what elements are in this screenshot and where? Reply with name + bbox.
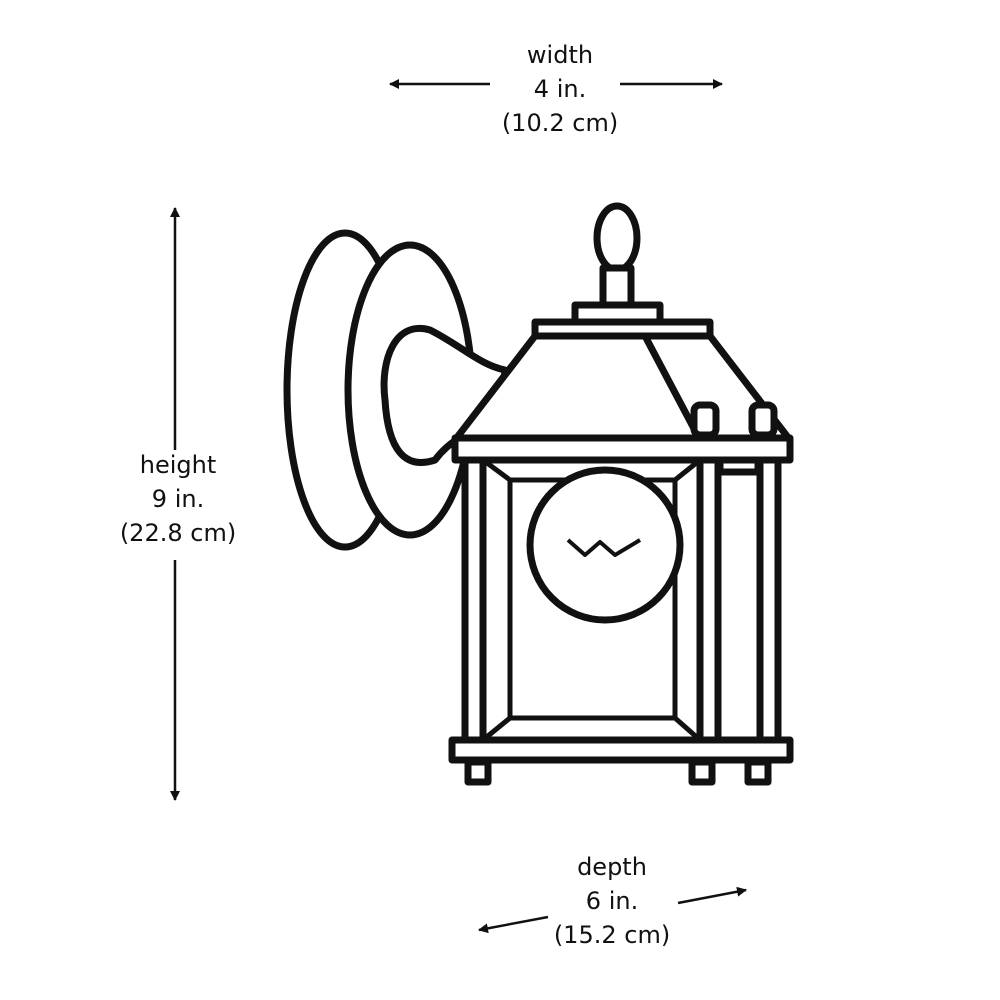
bolt	[748, 401, 778, 439]
post	[461, 456, 487, 744]
filament	[566, 538, 642, 557]
frame-top	[451, 434, 794, 464]
foot	[464, 758, 492, 786]
foot	[688, 758, 716, 786]
depth-arrow-right	[677, 886, 747, 905]
depth-arrow-left	[478, 915, 549, 934]
finial	[593, 202, 641, 274]
depth-metric: (15.2 cm)	[553, 921, 671, 949]
bolt	[690, 401, 720, 439]
depth-imperial: 6 in.	[585, 887, 639, 915]
height-dimension: height 9 in. (22.8 cm)	[78, 448, 278, 550]
width-dimension: width 4 in. (10.2 cm)	[460, 38, 660, 140]
height-label: height	[139, 451, 217, 479]
depth-label: depth	[577, 853, 647, 881]
post	[696, 456, 722, 744]
height-metric: (22.8 cm)	[119, 519, 237, 547]
post	[756, 456, 782, 744]
depth-dimension: depth 6 in. (15.2 cm)	[512, 850, 712, 952]
foot	[744, 758, 772, 786]
width-imperial: 4 in.	[533, 75, 587, 103]
roof	[451, 332, 794, 444]
depth-arrows	[478, 886, 747, 934]
width-label: width	[526, 41, 594, 69]
frame-bottom	[448, 736, 794, 764]
height-imperial: 9 in.	[151, 485, 205, 513]
width-metric: (10.2 cm)	[501, 109, 619, 137]
